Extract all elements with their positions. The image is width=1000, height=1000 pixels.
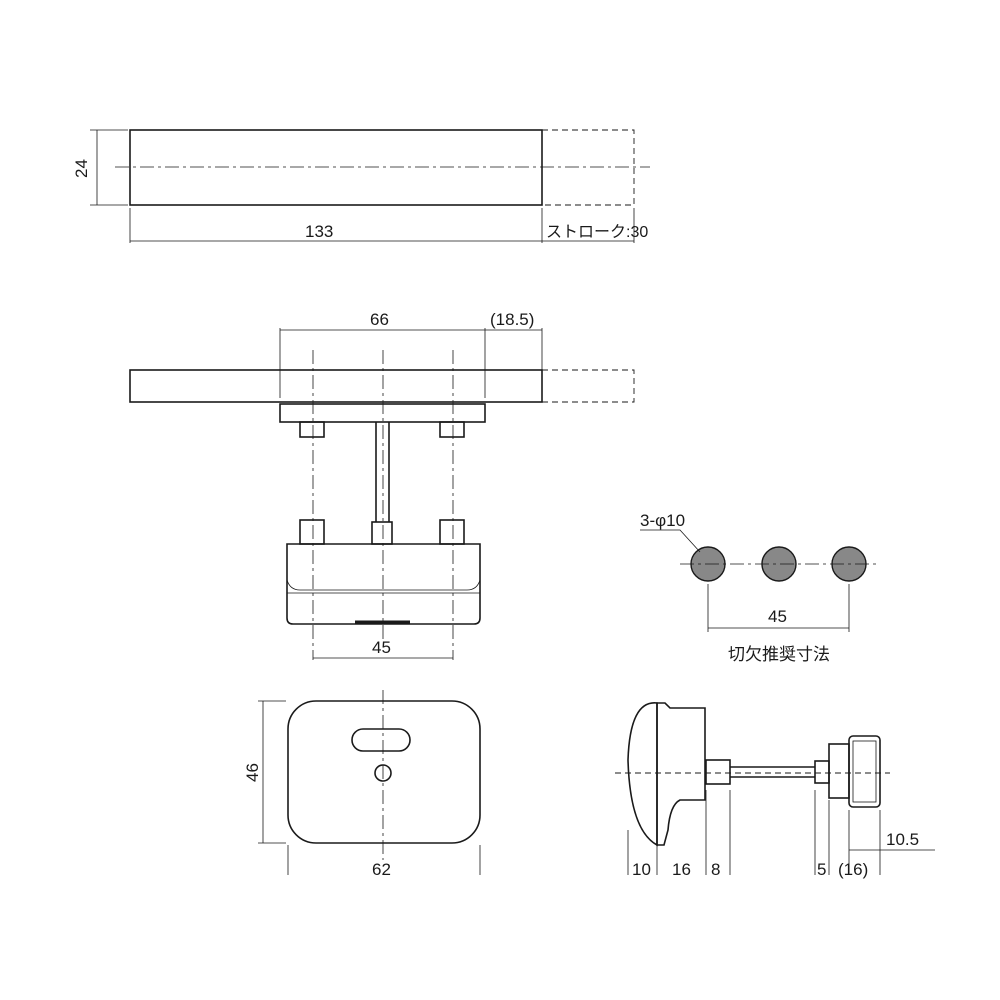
- dim-24: 24: [72, 159, 91, 178]
- dim-45: 45: [372, 638, 391, 657]
- cutout-title: 切欠推奨寸法: [728, 645, 830, 664]
- top-view: 24 133 ストローク:30: [72, 129, 650, 243]
- dim-46: 46: [243, 763, 262, 782]
- dim-66: 66: [370, 310, 389, 329]
- dim-stroke: ストローク:30: [546, 223, 648, 241]
- side-dim-10-5: 10.5: [886, 830, 919, 849]
- end-view: 46 62: [243, 690, 481, 879]
- side-view: 10 16 8 5 (16) 10.5: [615, 702, 935, 879]
- dim-133: 133: [305, 222, 333, 241]
- dim-62: 62: [372, 860, 391, 879]
- side-dim-4: (16): [838, 860, 868, 879]
- side-dim-2: 8: [711, 860, 720, 879]
- side-dim-3: 5: [817, 860, 826, 879]
- holes-label: 3-φ10: [640, 511, 685, 530]
- side-dim-1: 16: [672, 860, 691, 879]
- cutout-view: 3-φ10 45 切欠推奨寸法: [640, 511, 880, 664]
- front-view: 66 (18.5) 45: [129, 310, 635, 660]
- dim-18-5: (18.5): [490, 310, 534, 329]
- side-dim-0: 10: [632, 860, 651, 879]
- cutout-pitch: 45: [768, 607, 787, 626]
